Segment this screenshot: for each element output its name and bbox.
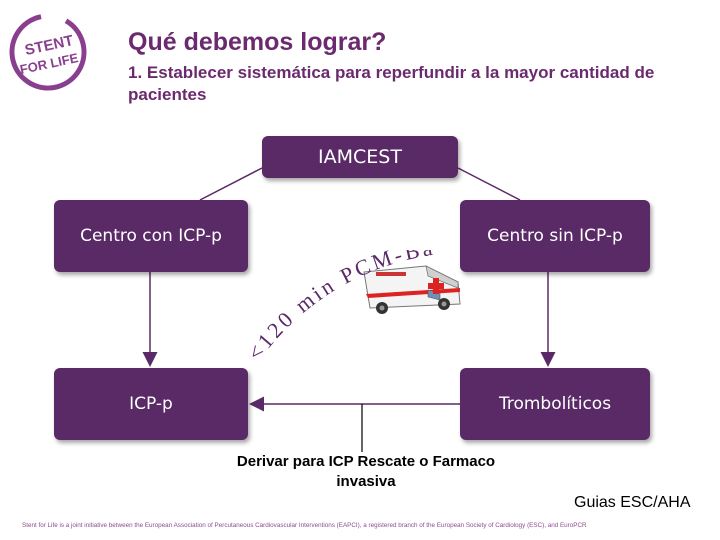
footer-disclaimer: Stent for Life is a joint initiative bet… <box>22 522 587 529</box>
time-target-text: <120 min PCM-Balón <box>246 250 434 365</box>
connector-iamcest-left <box>199 167 263 201</box>
svg-text:<120 min PCM-Balón: <120 min PCM-Balón <box>246 250 437 365</box>
page-subtitle: 1. Establecer sistemática para reperfund… <box>128 63 655 104</box>
page-title: Qué debemos lograr? <box>128 28 387 56</box>
stent-for-life-logo: STENT FOR LIFE <box>9 13 87 91</box>
time-target-label: <120 min PCM-Balón <box>246 250 437 365</box>
ambulance-icon <box>363 265 461 314</box>
box-centro-con-icp: Centro con ICP-p <box>54 200 248 272</box>
guidelines-label: Guias ESC/AHA <box>574 494 691 511</box>
derivar-text: Derivar para ICP Rescate o Farmaco invas… <box>236 453 496 490</box>
box-trombolíticos: Trombolíticos <box>460 368 650 440</box>
box-iamcest: IAMCEST <box>262 136 458 178</box>
box-icp-p: ICP-p <box>54 368 248 440</box>
box-centro-sin-icp: Centro sin ICP-p <box>460 200 650 272</box>
connector-iamcest-right <box>457 167 521 201</box>
